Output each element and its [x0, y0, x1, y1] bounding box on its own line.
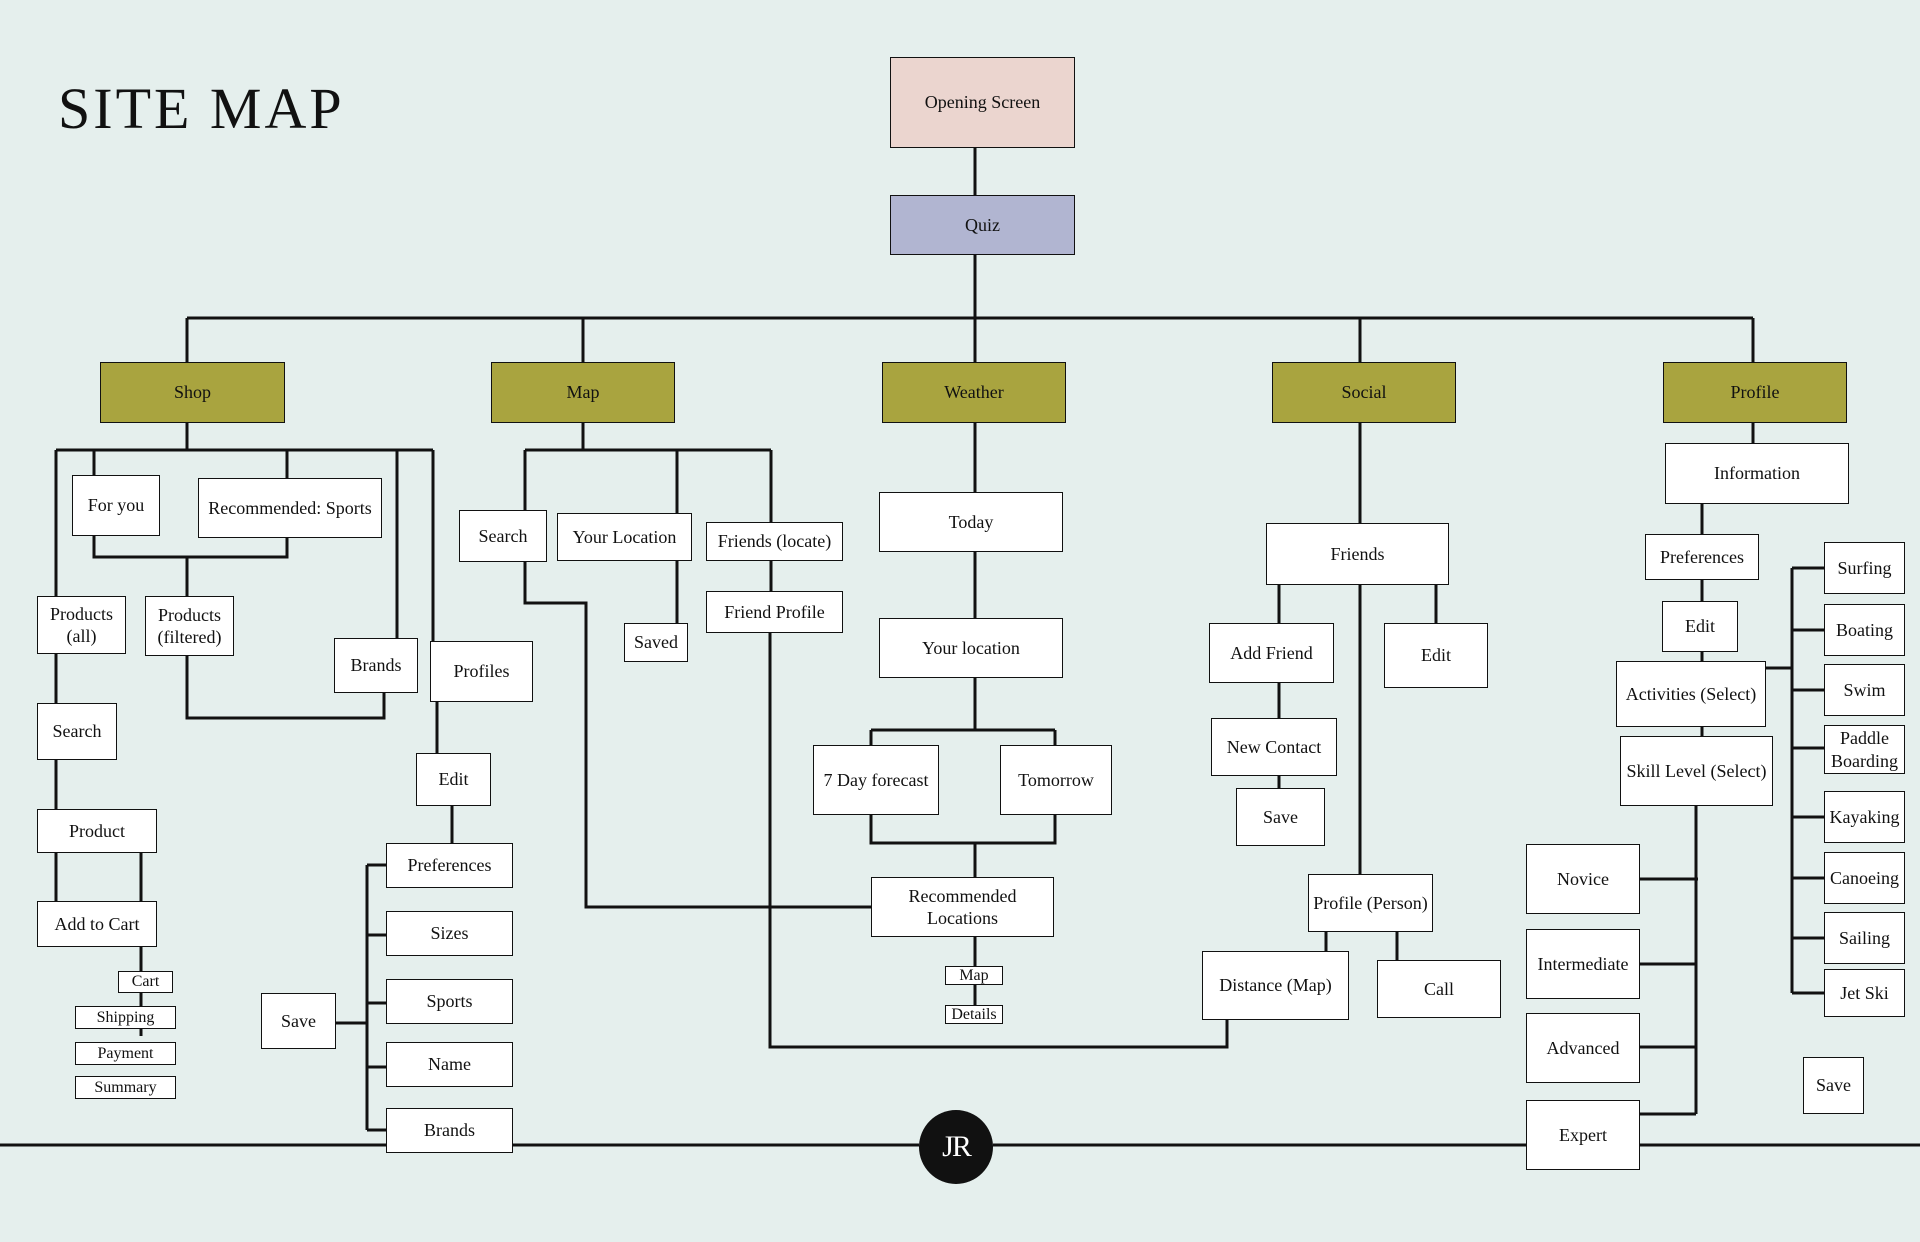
node-social-profile-person: Profile (Person) — [1308, 874, 1433, 932]
node-shop-recommended-sports: Recommended: Sports — [198, 478, 382, 538]
node-shop-name: Name — [386, 1042, 513, 1087]
node-profile-swim: Swim — [1824, 664, 1905, 716]
node-shop-shipping: Shipping — [75, 1006, 176, 1029]
node-profile-sailing: Sailing — [1824, 912, 1905, 964]
node-shop-payment: Payment — [75, 1042, 176, 1065]
node-profile-expert: Expert — [1526, 1100, 1640, 1170]
node-weather-map: Map — [945, 966, 1003, 985]
node-weather-tomorrow: Tomorrow — [1000, 745, 1112, 815]
node-shop-for-you: For you — [72, 475, 160, 536]
node-social-save: Save — [1236, 788, 1325, 846]
node-shop-sports: Sports — [386, 979, 513, 1024]
node-social-call: Call — [1377, 960, 1501, 1018]
node-profile-save: Save — [1803, 1057, 1864, 1114]
node-profile: Profile — [1663, 362, 1847, 423]
node-shop-pref-brands: Brands — [386, 1108, 513, 1153]
node-shop-cart: Cart — [118, 971, 173, 993]
node-weather-today: Today — [879, 492, 1063, 552]
node-social: Social — [1272, 362, 1456, 423]
node-weather: Weather — [882, 362, 1066, 423]
node-profile-novice: Novice — [1526, 844, 1640, 914]
node-map: Map — [491, 362, 675, 423]
node-weather-recommended-locations: Recommended Locations — [871, 877, 1054, 937]
node-weather-7-day-forecast: 7 Day forecast — [813, 745, 939, 815]
node-shop-product: Product — [37, 809, 157, 853]
node-weather-your-location: Your location — [879, 618, 1063, 678]
jr-logo: JR — [919, 1110, 993, 1184]
node-shop-products-filtered: Products (filtered) — [145, 596, 234, 656]
node-profile-boating: Boating — [1824, 604, 1905, 656]
node-profile-surfing: Surfing — [1824, 542, 1905, 594]
node-profile-canoeing: Canoeing — [1824, 852, 1905, 904]
node-weather-details: Details — [945, 1005, 1003, 1024]
node-quiz: Quiz — [890, 195, 1075, 255]
node-shop-sizes: Sizes — [386, 911, 513, 956]
node-shop-edit: Edit — [416, 753, 491, 806]
node-shop-preferences: Preferences — [386, 843, 513, 888]
node-profile-advanced: Advanced — [1526, 1013, 1640, 1083]
node-opening-screen: Opening Screen — [890, 57, 1075, 148]
node-shop-save: Save — [261, 993, 336, 1049]
node-social-friends: Friends — [1266, 523, 1449, 585]
node-shop-summary: Summary — [75, 1076, 176, 1099]
node-profile-activities-select: Activities (Select) — [1616, 661, 1766, 727]
node-map-friend-profile: Friend Profile — [706, 591, 843, 633]
node-social-distance-map: Distance (Map) — [1202, 951, 1349, 1020]
node-profile-intermediate: Intermediate — [1526, 929, 1640, 999]
node-map-saved: Saved — [624, 623, 688, 662]
node-shop-brands: Brands — [334, 638, 418, 693]
node-social-edit: Edit — [1384, 623, 1488, 688]
node-shop-products-all: Products (all) — [37, 596, 126, 654]
node-shop-profiles: Profiles — [430, 641, 533, 702]
node-map-search: Search — [459, 510, 547, 562]
page-title: SITE MAP — [58, 76, 345, 141]
node-profile-paddle-boarding: Paddle Boarding — [1824, 725, 1905, 774]
node-shop-add-to-cart: Add to Cart — [37, 901, 157, 947]
node-map-your-location: Your Location — [557, 513, 692, 561]
node-profile-jet-ski: Jet Ski — [1824, 969, 1905, 1017]
node-social-add-friend: Add Friend — [1209, 623, 1334, 683]
node-shop-search: Search — [37, 703, 117, 760]
node-profile-edit: Edit — [1662, 601, 1738, 652]
node-profile-skill-level-select: Skill Level (Select) — [1620, 736, 1773, 806]
node-map-friends-locate: Friends (locate) — [706, 522, 843, 561]
node-profile-preferences: Preferences — [1645, 534, 1759, 580]
node-social-new-contact: New Contact — [1211, 718, 1337, 776]
node-shop: Shop — [100, 362, 285, 423]
node-profile-kayaking: Kayaking — [1824, 791, 1905, 843]
node-profile-information: Information — [1665, 443, 1849, 504]
